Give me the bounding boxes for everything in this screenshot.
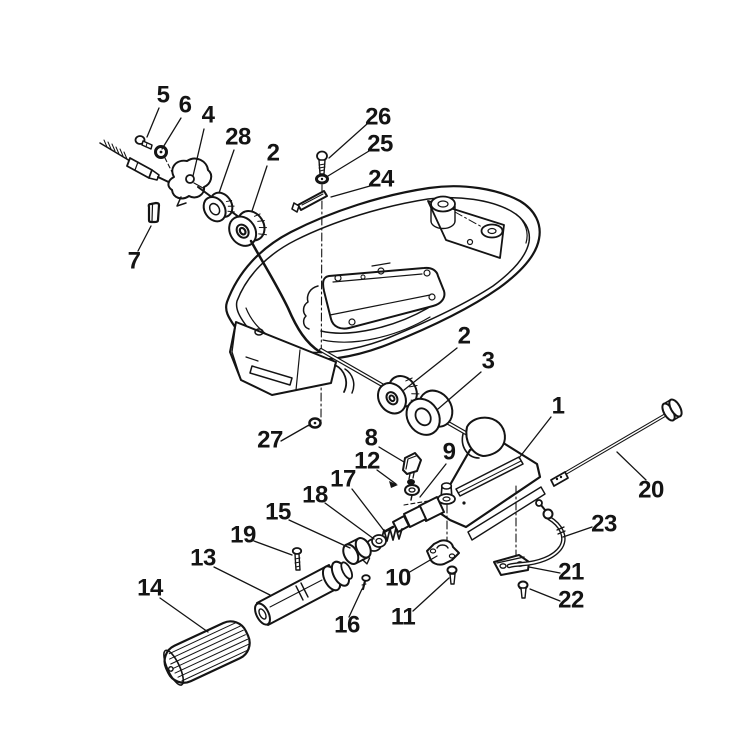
throttle-cable-curve — [249, 239, 322, 354]
collar-15 — [342, 537, 372, 565]
callout-leader-12 — [376, 469, 397, 485]
bolt-26 — [316, 150, 328, 175]
grip-14 — [163, 620, 251, 686]
callout-label-18: 18 — [302, 482, 328, 509]
callout-leader-11 — [412, 577, 450, 612]
callout-leader-10 — [407, 555, 438, 574]
handle — [163, 547, 354, 686]
mount-platform — [427, 195, 505, 259]
callout-label-19: 19 — [230, 522, 256, 549]
callout-label-6: 6 — [179, 92, 192, 119]
tilt-rod-20 — [550, 398, 683, 487]
grommet-2-upper — [228, 210, 268, 247]
callout-label-14: 14 — [137, 575, 164, 602]
callout-leader-7 — [137, 225, 152, 252]
callout-leader-3 — [437, 371, 482, 410]
tiller-body — [382, 416, 546, 561]
cowl-mount-hardware — [291, 150, 329, 429]
steering-shaft-assembly — [319, 348, 473, 438]
callout-label-15: 15 — [265, 499, 291, 526]
callout-leader-17 — [351, 488, 386, 533]
callout-leader-20 — [616, 451, 647, 481]
callout-label-7: 7 — [128, 248, 141, 275]
callout-leader-6 — [161, 117, 182, 150]
callout-label-4: 4 — [202, 102, 216, 129]
callout-leader-22 — [529, 588, 561, 602]
stop-knob-8 — [402, 452, 422, 501]
callout-leader-16 — [348, 588, 363, 618]
bracket-10 — [426, 539, 460, 566]
callout-leader-26 — [328, 123, 368, 159]
callout-label-9: 9 — [443, 439, 456, 466]
callout-leader-27 — [280, 424, 310, 442]
callout-label-8: 8 — [365, 425, 378, 452]
callout-leader-14 — [159, 597, 209, 633]
screw-5 — [134, 135, 153, 150]
callout-leader-9 — [419, 463, 447, 498]
hose-23 — [506, 499, 566, 569]
arrow-12 — [389, 481, 398, 488]
callout-label-28: 28 — [225, 124, 251, 151]
nut-27 — [308, 417, 322, 429]
callout-label-2: 2 — [458, 323, 471, 350]
pin-7 — [147, 201, 161, 224]
washer-9 — [404, 484, 420, 496]
mount-dome — [465, 416, 506, 457]
friction-post — [437, 482, 456, 505]
callout-leader-24 — [330, 185, 371, 198]
callout-label-21: 21 — [558, 559, 584, 586]
callout-label-26: 26 — [365, 104, 391, 131]
callout-label-3: 3 — [482, 348, 495, 375]
callout-label-13: 13 — [190, 545, 216, 572]
callout-label-22: 22 — [558, 587, 584, 614]
callout-leader-19 — [253, 540, 293, 556]
callout-label-24: 24 — [368, 166, 395, 193]
screw-22 — [517, 580, 529, 599]
engine-adapter-plate — [302, 262, 446, 343]
callout-label-16: 16 — [334, 612, 360, 639]
throttle-cable-assembly — [99, 135, 322, 354]
callout-label-23: 23 — [591, 511, 617, 538]
callout-leader-18 — [324, 502, 375, 540]
callout-leader-23 — [562, 526, 593, 538]
screw-19 — [291, 547, 303, 571]
callout-label-2: 2 — [267, 140, 280, 167]
callout-label-11: 11 — [391, 604, 416, 631]
steering-bracket — [229, 321, 337, 396]
callout-leader-2 — [251, 165, 268, 212]
bottom-cowl — [225, 185, 541, 396]
callout-leader-15 — [288, 519, 351, 549]
callout-label-20: 20 — [638, 477, 664, 504]
callout-leader-5 — [146, 107, 160, 138]
callout-leader-8 — [378, 446, 405, 463]
callout-label-5: 5 — [157, 82, 170, 109]
callout-leader-1 — [518, 416, 552, 459]
callout-label-12: 12 — [354, 448, 380, 475]
grommet-28 — [202, 191, 235, 223]
cam-plate-4 — [167, 157, 213, 207]
nut-6 — [154, 145, 175, 177]
screw-11 — [446, 565, 458, 585]
callout-leader-21 — [528, 566, 561, 574]
callout-leader-2 — [403, 347, 458, 391]
grommet-2-lower — [377, 375, 420, 415]
callout-leader-28 — [218, 149, 235, 194]
callout-label-10: 10 — [385, 565, 411, 592]
screw-16 — [361, 574, 371, 591]
mount-hardware — [426, 398, 683, 599]
grommet-3 — [405, 389, 454, 436]
callout-label-1: 1 — [552, 393, 565, 420]
callout-label-25: 25 — [367, 131, 393, 158]
callout-leader-25 — [327, 150, 370, 177]
callout-leader-4 — [192, 128, 205, 177]
callout-leader-13 — [213, 566, 271, 596]
seal-strip-24 — [291, 190, 328, 213]
callout-label-17: 17 — [330, 466, 356, 493]
callout-label-27: 27 — [257, 427, 283, 454]
nut-12 — [407, 479, 415, 485]
washer-25 — [315, 173, 329, 185]
